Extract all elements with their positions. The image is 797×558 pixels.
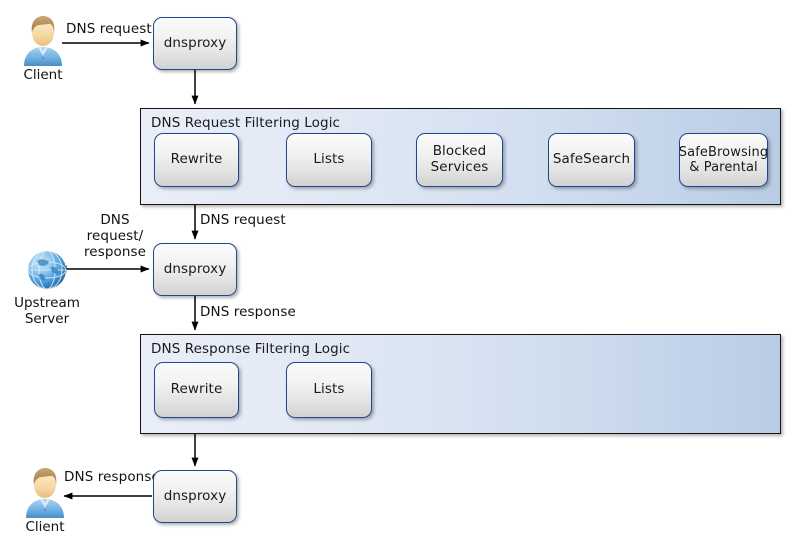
edge-label-request-logic-to-proxy: DNS request: [200, 212, 286, 228]
edge-label-proxy-to-upstream: DNS request/ response: [83, 212, 147, 260]
edge-label-proxy-to-response-logic: DNS response: [200, 304, 296, 320]
actor-label-client-bottom: Client: [25, 519, 65, 535]
actor-label-client-top: Client: [23, 67, 63, 83]
request-filtering-title: DNS Request Filtering Logic: [151, 115, 341, 131]
response-filtering-container: DNS Response Filtering Logic: [140, 334, 781, 434]
stage-blocked-services[interactable]: Blocked Services: [416, 133, 503, 187]
stage-safesearch[interactable]: SafeSearch: [548, 133, 635, 187]
dnsproxy-bottom[interactable]: dnsproxy: [153, 470, 237, 523]
dnsproxy-middle[interactable]: dnsproxy: [153, 243, 237, 296]
person-icon: [20, 14, 66, 66]
stage-rewrite-response[interactable]: Rewrite: [154, 362, 239, 418]
stage-safebrowsing-parental[interactable]: SafeBrowsing & Parental: [679, 133, 768, 187]
stage-lists-response[interactable]: Lists: [286, 362, 372, 418]
stage-rewrite-request[interactable]: Rewrite: [154, 133, 239, 187]
dnsproxy-top[interactable]: dnsproxy: [153, 17, 237, 70]
actor-label-upstream: Upstream Server: [14, 295, 80, 327]
globe-icon: [23, 246, 71, 294]
person-icon: [22, 466, 68, 518]
edge-label-proxy-to-client: DNS response: [64, 469, 160, 485]
stage-lists-request[interactable]: Lists: [286, 133, 372, 187]
response-filtering-title: DNS Response Filtering Logic: [151, 341, 351, 357]
edge-label-client-to-proxy: DNS request: [66, 21, 152, 37]
